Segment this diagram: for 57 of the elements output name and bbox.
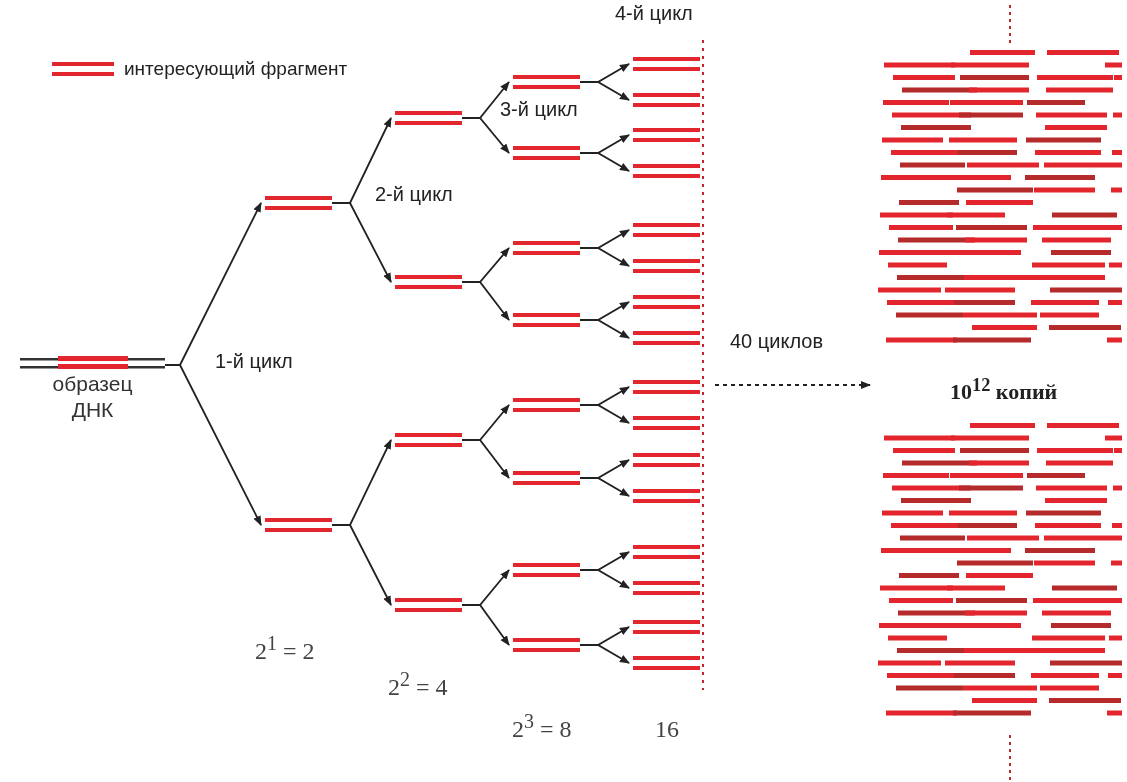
dna-fragment xyxy=(633,259,700,273)
cycle-label: 1-й цикл xyxy=(215,350,293,373)
dna-fragment xyxy=(633,656,700,670)
arrow xyxy=(714,381,871,389)
dna-fragment xyxy=(395,598,462,612)
arrow xyxy=(461,604,510,646)
dna-fragment xyxy=(633,93,700,107)
dna-fragment xyxy=(513,146,580,160)
dna-fragment xyxy=(633,620,700,634)
dna-fragment xyxy=(513,563,580,577)
dna-fragment xyxy=(513,313,580,327)
dna-fragment xyxy=(633,380,700,394)
dna-fragment xyxy=(633,545,700,559)
dna-fragment xyxy=(395,111,462,125)
arrow xyxy=(461,439,510,479)
cycle-label: 4-й цикл xyxy=(615,2,693,25)
count-label: 2$^{1}$ = 2 xyxy=(255,632,315,665)
arrow xyxy=(579,81,630,101)
dna-fragment xyxy=(395,275,462,289)
legend-label: интересующий фрагмент xyxy=(124,58,348,80)
dna-fragment xyxy=(513,398,580,412)
arrow xyxy=(461,281,510,321)
dna-fragment xyxy=(513,471,580,485)
count-label: 16 xyxy=(655,716,679,743)
arrow xyxy=(164,364,262,526)
dna-fragment xyxy=(633,489,700,503)
arrow xyxy=(331,524,392,606)
arrow xyxy=(579,644,630,664)
dna-fragment xyxy=(513,75,580,89)
arrow xyxy=(579,404,630,424)
dna-fragment xyxy=(265,518,332,532)
dna-fragment xyxy=(513,241,580,255)
dna-fragment xyxy=(633,128,700,142)
dna-fragment xyxy=(513,638,580,652)
arrow xyxy=(579,319,630,339)
count-label: 2$^{2}$ = 4 xyxy=(388,668,448,701)
arrow xyxy=(579,247,630,267)
sample-label: образец ДНК xyxy=(51,371,134,424)
dna-fragment xyxy=(633,164,700,178)
dna-fragment xyxy=(633,453,700,467)
dna-fragment xyxy=(633,295,700,309)
arrow xyxy=(579,569,630,589)
dna-fragment xyxy=(633,416,700,430)
cycle-label: 3-й цикл xyxy=(500,98,578,121)
count-label: 2$^{3}$ = 8 xyxy=(512,710,572,743)
dna-fragment xyxy=(633,223,700,237)
arrow xyxy=(579,152,630,172)
copies-count-label: 10$^{12}$ копий xyxy=(950,375,1058,406)
dna-fragment xyxy=(633,581,700,595)
dna-fragment xyxy=(395,433,462,447)
arrow xyxy=(461,117,510,154)
dna-fragment xyxy=(265,196,332,210)
dna-fragment xyxy=(633,57,700,71)
arrow xyxy=(579,477,630,497)
cycle-label: 2-й цикл xyxy=(375,183,453,206)
arrow xyxy=(331,202,392,283)
dna-fragment xyxy=(633,331,700,345)
